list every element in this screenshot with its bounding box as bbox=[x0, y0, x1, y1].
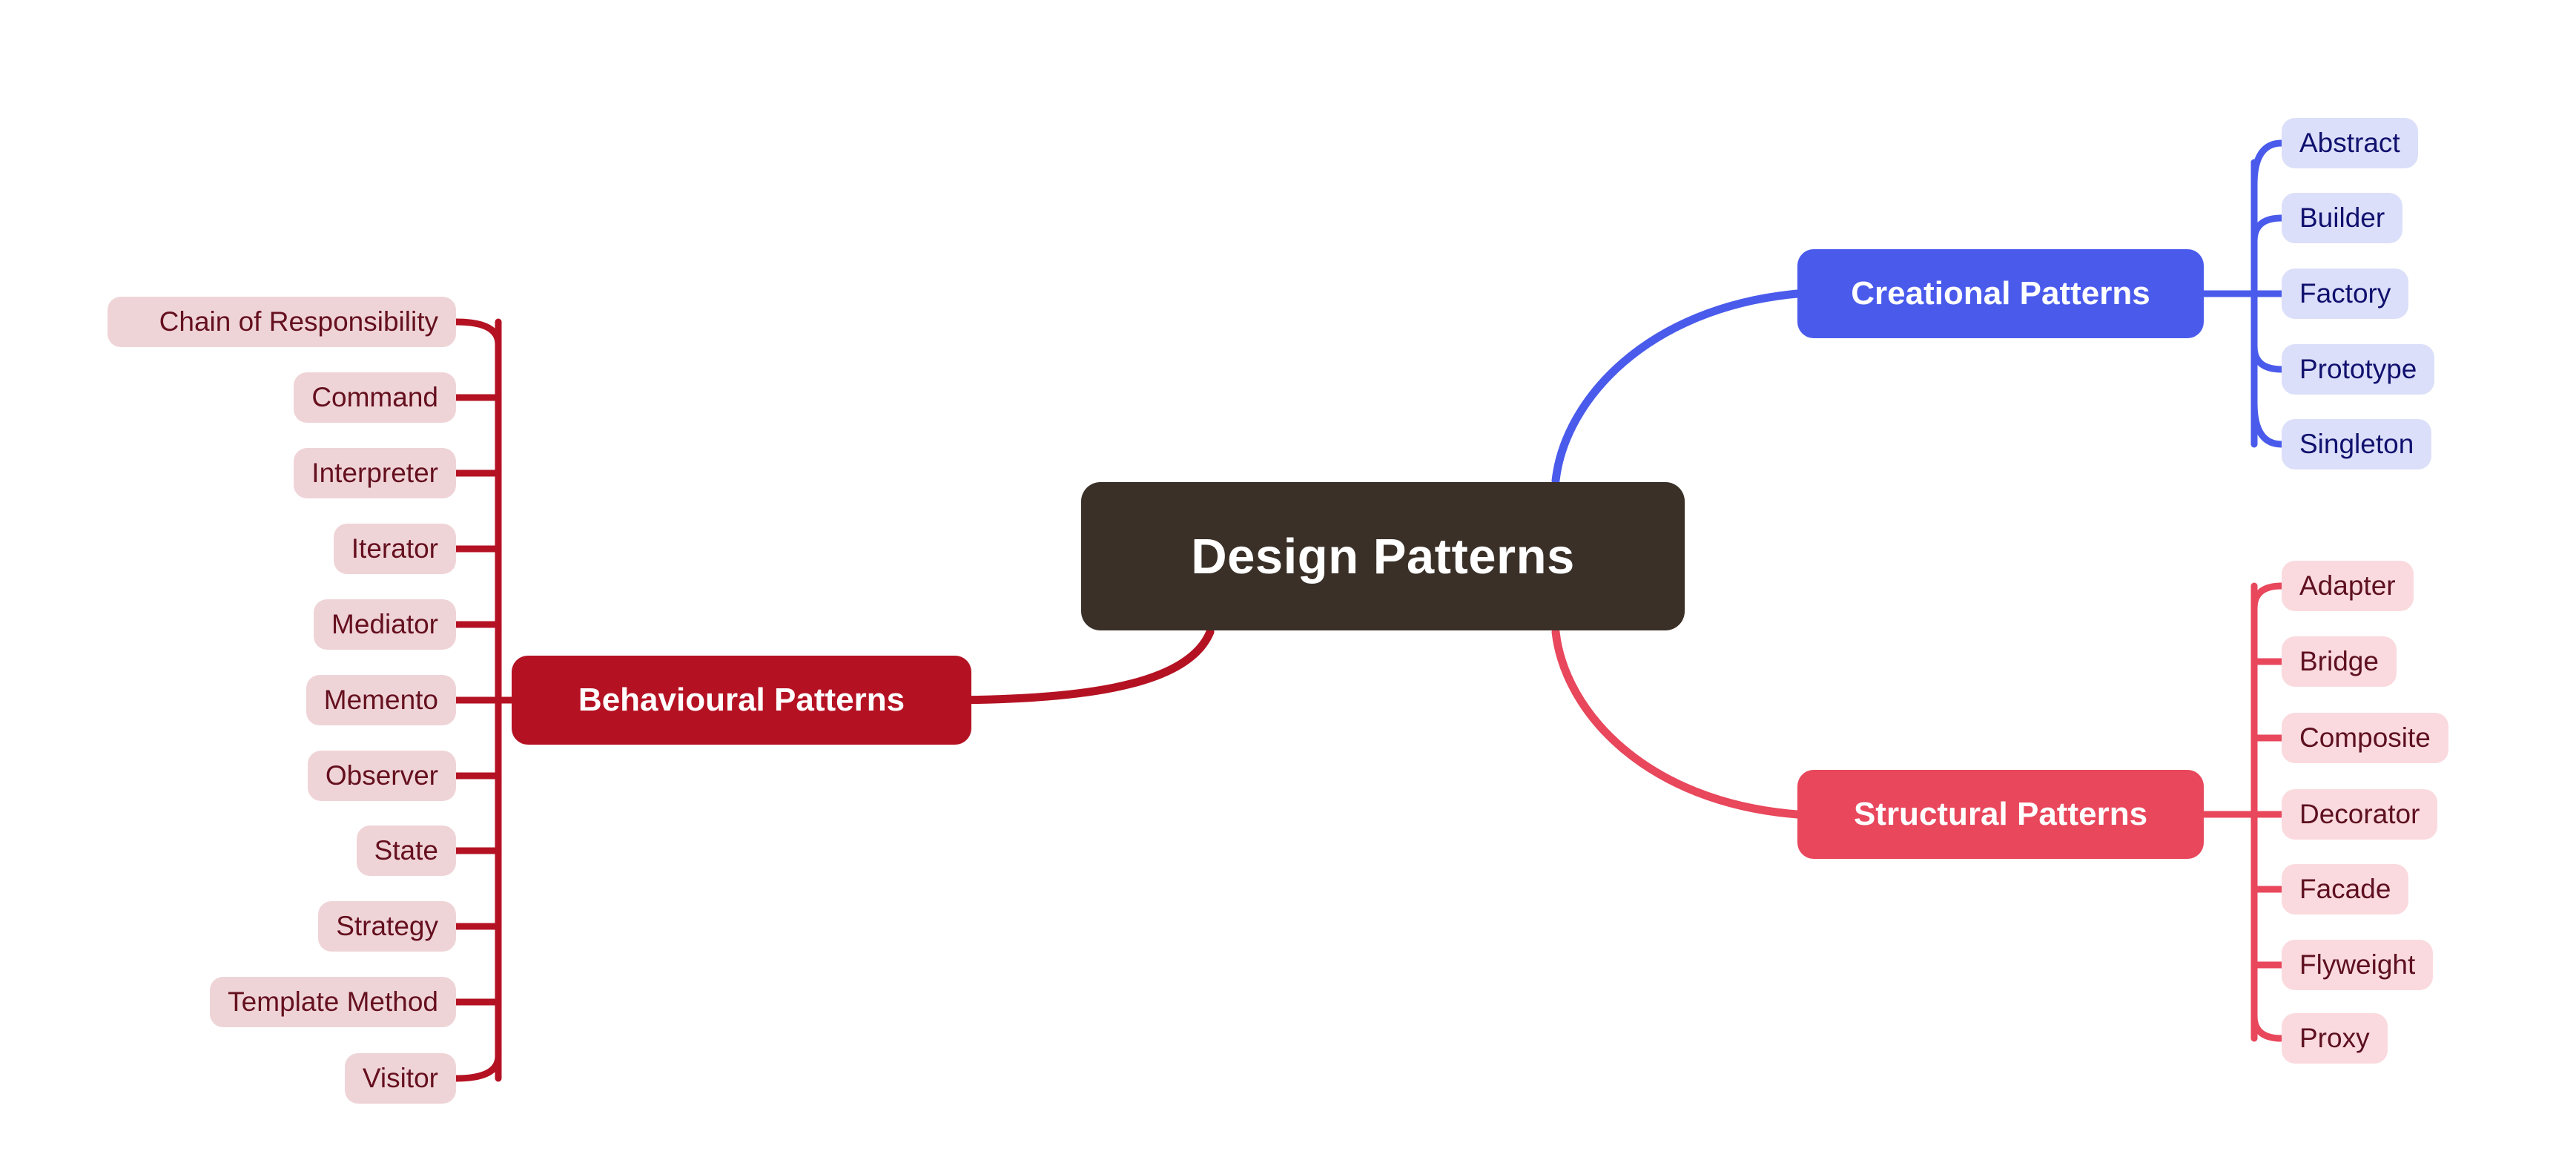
branch-node-behavioural-patterns[interactable]: Behavioural Patterns bbox=[512, 656, 971, 745]
leaf-node-label: Singleton bbox=[2299, 429, 2414, 459]
leaf-node-label: Prototype bbox=[2299, 354, 2417, 384]
leaf-node-label: Abstract bbox=[2299, 128, 2400, 158]
leaf-node-flyweight[interactable]: Flyweight bbox=[2282, 940, 2434, 990]
leaf-node-label: Composite bbox=[2299, 722, 2431, 753]
leaf-node-mediator[interactable]: Mediator bbox=[314, 599, 456, 650]
leaf-node-visitor[interactable]: Visitor bbox=[344, 1053, 456, 1104]
edge-creational-to-abstract bbox=[2250, 139, 2285, 188]
root-node-label: Design Patterns bbox=[1191, 528, 1575, 584]
edge-structural-to-proxy bbox=[2250, 1012, 2285, 1042]
leaf-node-label: Strategy bbox=[336, 911, 438, 941]
branch-node-structural-patterns[interactable]: Structural Patterns bbox=[1797, 770, 2204, 859]
branch-node-label: Creational Patterns bbox=[1851, 275, 2150, 312]
edge-root-to-behavioural bbox=[931, 627, 1215, 705]
branch-node-creational-patterns[interactable]: Creational Patterns bbox=[1797, 249, 2204, 338]
leaf-node-builder[interactable]: Builder bbox=[2282, 193, 2403, 243]
leaf-node-label: Interpreter bbox=[311, 458, 438, 488]
leaf-node-proxy[interactable]: Proxy bbox=[2282, 1013, 2388, 1064]
leaf-node-label: Mediator bbox=[331, 609, 438, 639]
leaf-node-state[interactable]: State bbox=[356, 825, 456, 876]
leaf-node-strategy[interactable]: Strategy bbox=[318, 901, 456, 952]
leaf-node-observer[interactable]: Observer bbox=[307, 751, 456, 801]
leaf-node-label: Template Method bbox=[228, 986, 438, 1017]
leaf-node-label: Adapter bbox=[2299, 570, 2396, 601]
leaf-node-label: Bridge bbox=[2299, 646, 2379, 676]
branch-node-label: Behavioural Patterns bbox=[578, 682, 905, 718]
leaf-node-chain-of-responsibility[interactable]: Chain of Responsibility bbox=[108, 297, 456, 347]
leaf-node-label: Facade bbox=[2299, 874, 2391, 904]
leaf-node-label: Proxy bbox=[2299, 1023, 2370, 1053]
leaf-node-adapter[interactable]: Adapter bbox=[2282, 561, 2414, 611]
leaf-node-label: Iterator bbox=[351, 533, 438, 564]
edge-behavioural-to-visitor bbox=[452, 1052, 502, 1082]
leaf-node-label: Chain of Responsibility bbox=[159, 306, 438, 337]
leaf-node-template-method[interactable]: Template Method bbox=[210, 977, 456, 1027]
leaf-node-label: Observer bbox=[325, 760, 438, 791]
edge-root-to-creational bbox=[1551, 289, 1802, 485]
leaf-node-command[interactable]: Command bbox=[294, 372, 456, 423]
edge-structural-to-adapter bbox=[2250, 582, 2285, 612]
leaf-node-label: State bbox=[374, 835, 438, 866]
edge-creational-to-prototype bbox=[2250, 343, 2285, 373]
leaf-node-label: Decorator bbox=[2299, 799, 2420, 829]
leaf-node-label: Builder bbox=[2299, 202, 2385, 233]
edge-root-to-structural bbox=[1551, 627, 1802, 819]
leaf-node-label: Visitor bbox=[362, 1063, 438, 1093]
leaf-node-label: Memento bbox=[323, 685, 438, 715]
leaf-node-abstract[interactable]: Abstract bbox=[2282, 118, 2418, 168]
branch-node-label: Structural Patterns bbox=[1853, 796, 2148, 832]
leaf-node-prototype[interactable]: Prototype bbox=[2282, 344, 2435, 395]
leaf-node-label: Command bbox=[311, 382, 438, 412]
edge-creational-to-builder bbox=[2250, 214, 2285, 245]
leaf-node-label: Flyweight bbox=[2299, 949, 2416, 980]
leaf-node-facade[interactable]: Facade bbox=[2282, 864, 2409, 915]
leaf-node-interpreter[interactable]: Interpreter bbox=[294, 448, 456, 498]
leaf-node-iterator[interactable]: Iterator bbox=[333, 524, 456, 574]
leaf-node-label: Factory bbox=[2299, 278, 2391, 309]
leaf-node-factory[interactable]: Factory bbox=[2282, 268, 2409, 319]
edge-behavioural-to-chain-of-responsibility bbox=[452, 318, 502, 348]
edge-creational-to-singleton bbox=[2250, 399, 2285, 448]
leaf-node-memento[interactable]: Memento bbox=[306, 675, 456, 725]
leaf-node-composite[interactable]: Composite bbox=[2282, 713, 2448, 763]
leaf-node-singleton[interactable]: Singleton bbox=[2282, 419, 2432, 469]
leaf-node-bridge[interactable]: Bridge bbox=[2282, 636, 2397, 687]
root-node-design-patterns[interactable]: Design Patterns bbox=[1081, 482, 1685, 630]
leaf-node-decorator[interactable]: Decorator bbox=[2282, 789, 2438, 840]
